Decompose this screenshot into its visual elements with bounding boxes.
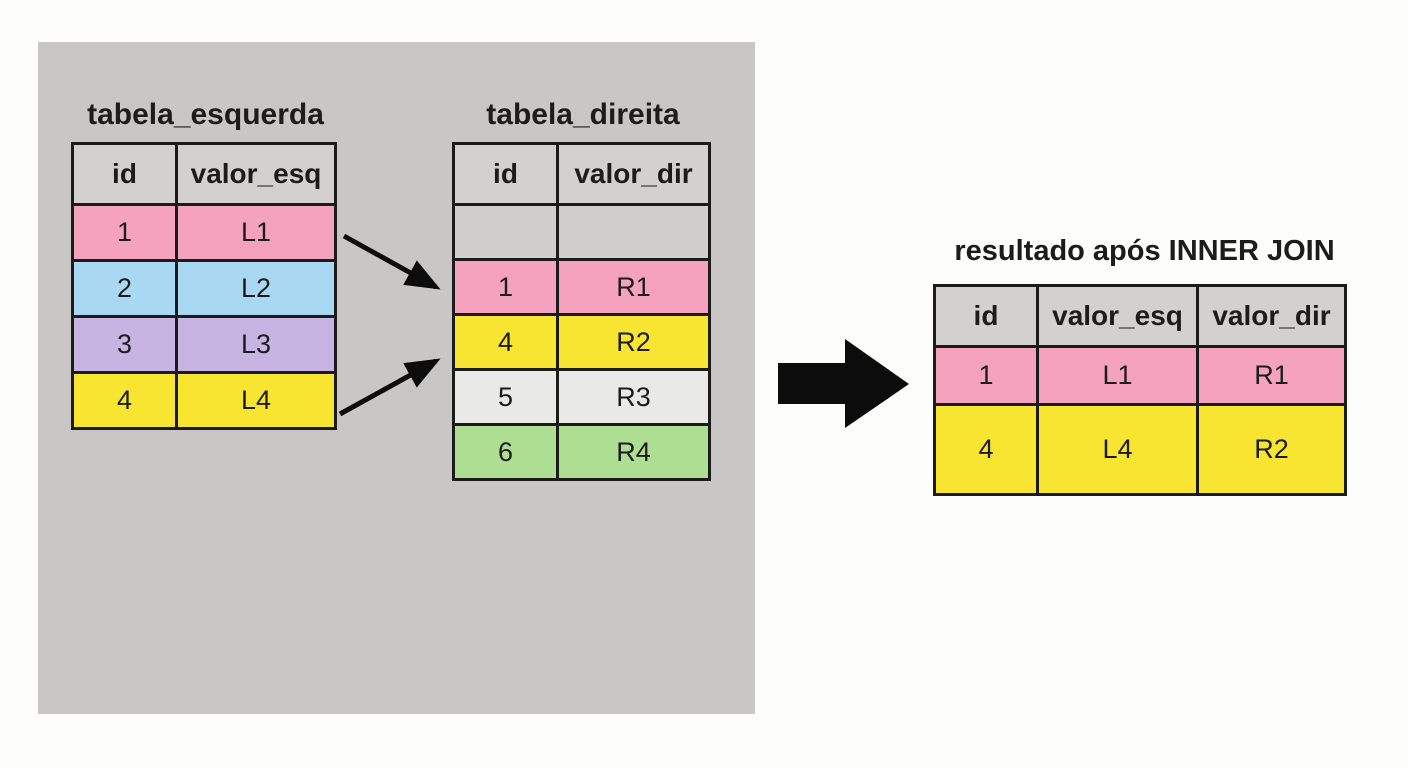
- table-row: 1 R1: [455, 258, 708, 313]
- table-cell: 1: [978, 360, 994, 390]
- table-cell: R1: [1196, 348, 1344, 403]
- table-row: 4 L4 R2: [936, 403, 1344, 493]
- table-cell: 6: [497, 436, 514, 467]
- table-header-row: id valor_esq valor_dir: [936, 287, 1344, 345]
- right-table: id valor_dir 1 R1 4 R2 5 R3 6 R4: [452, 142, 711, 481]
- column-header: valor_dir: [1196, 287, 1344, 345]
- table-cell: 5: [497, 381, 514, 412]
- column-header: id: [973, 300, 999, 331]
- table-row: 1 L1 R1: [936, 345, 1344, 403]
- table-cell: 2: [116, 273, 133, 303]
- table-cell: R3: [556, 371, 708, 423]
- table-row: 4 L4: [74, 371, 334, 427]
- column-header: valor_esq: [175, 145, 334, 203]
- result-table: id valor_esq valor_dir 1 L1 R1 4 L4 R2: [933, 284, 1347, 496]
- table-cell: L3: [175, 318, 334, 371]
- table-cell: L1: [175, 206, 334, 259]
- table-cell: R4: [556, 426, 708, 478]
- table-cell: [556, 206, 708, 258]
- table-cell: 1: [497, 271, 514, 302]
- table-cell: L4: [1036, 406, 1196, 493]
- table-row: 6 R4: [455, 423, 708, 478]
- table-cell: R2: [556, 316, 708, 368]
- table-cell: 4: [116, 385, 133, 415]
- table-cell: L1: [1036, 348, 1196, 403]
- table-row-blank: [455, 203, 708, 258]
- table-cell: L2: [175, 262, 334, 315]
- table-row: 3 L3: [74, 315, 334, 371]
- table-cell: 1: [116, 217, 133, 247]
- table-cell: R2: [1196, 406, 1344, 493]
- table-cell: [455, 206, 556, 258]
- inner-join-arrow-icon: [778, 339, 909, 428]
- table-row: 1 L1: [74, 203, 334, 259]
- table-row: 2 L2: [74, 259, 334, 315]
- table-header-row: id valor_dir: [455, 145, 708, 203]
- column-header: valor_esq: [1036, 287, 1196, 345]
- table-header-row: id valor_esq: [74, 145, 334, 203]
- table-cell: 4: [497, 326, 514, 357]
- column-header: valor_dir: [556, 145, 708, 203]
- column-header: id: [112, 158, 137, 189]
- left-table: id valor_esq 1 L1 2 L2 3 L3 4 L4: [71, 142, 337, 430]
- table-cell: 4: [978, 434, 994, 464]
- table-cell: 3: [116, 329, 133, 359]
- table-cell: R1: [556, 261, 708, 313]
- table-row: 5 R3: [455, 368, 708, 423]
- result-table-title: resultado após INNER JOIN: [954, 235, 1335, 267]
- table-row: 4 R2: [455, 313, 708, 368]
- table-cell: L4: [175, 374, 334, 427]
- column-header: id: [493, 158, 518, 189]
- right-table-title: tabela_direita: [486, 98, 680, 131]
- left-table-title: tabela_esquerda: [87, 98, 324, 131]
